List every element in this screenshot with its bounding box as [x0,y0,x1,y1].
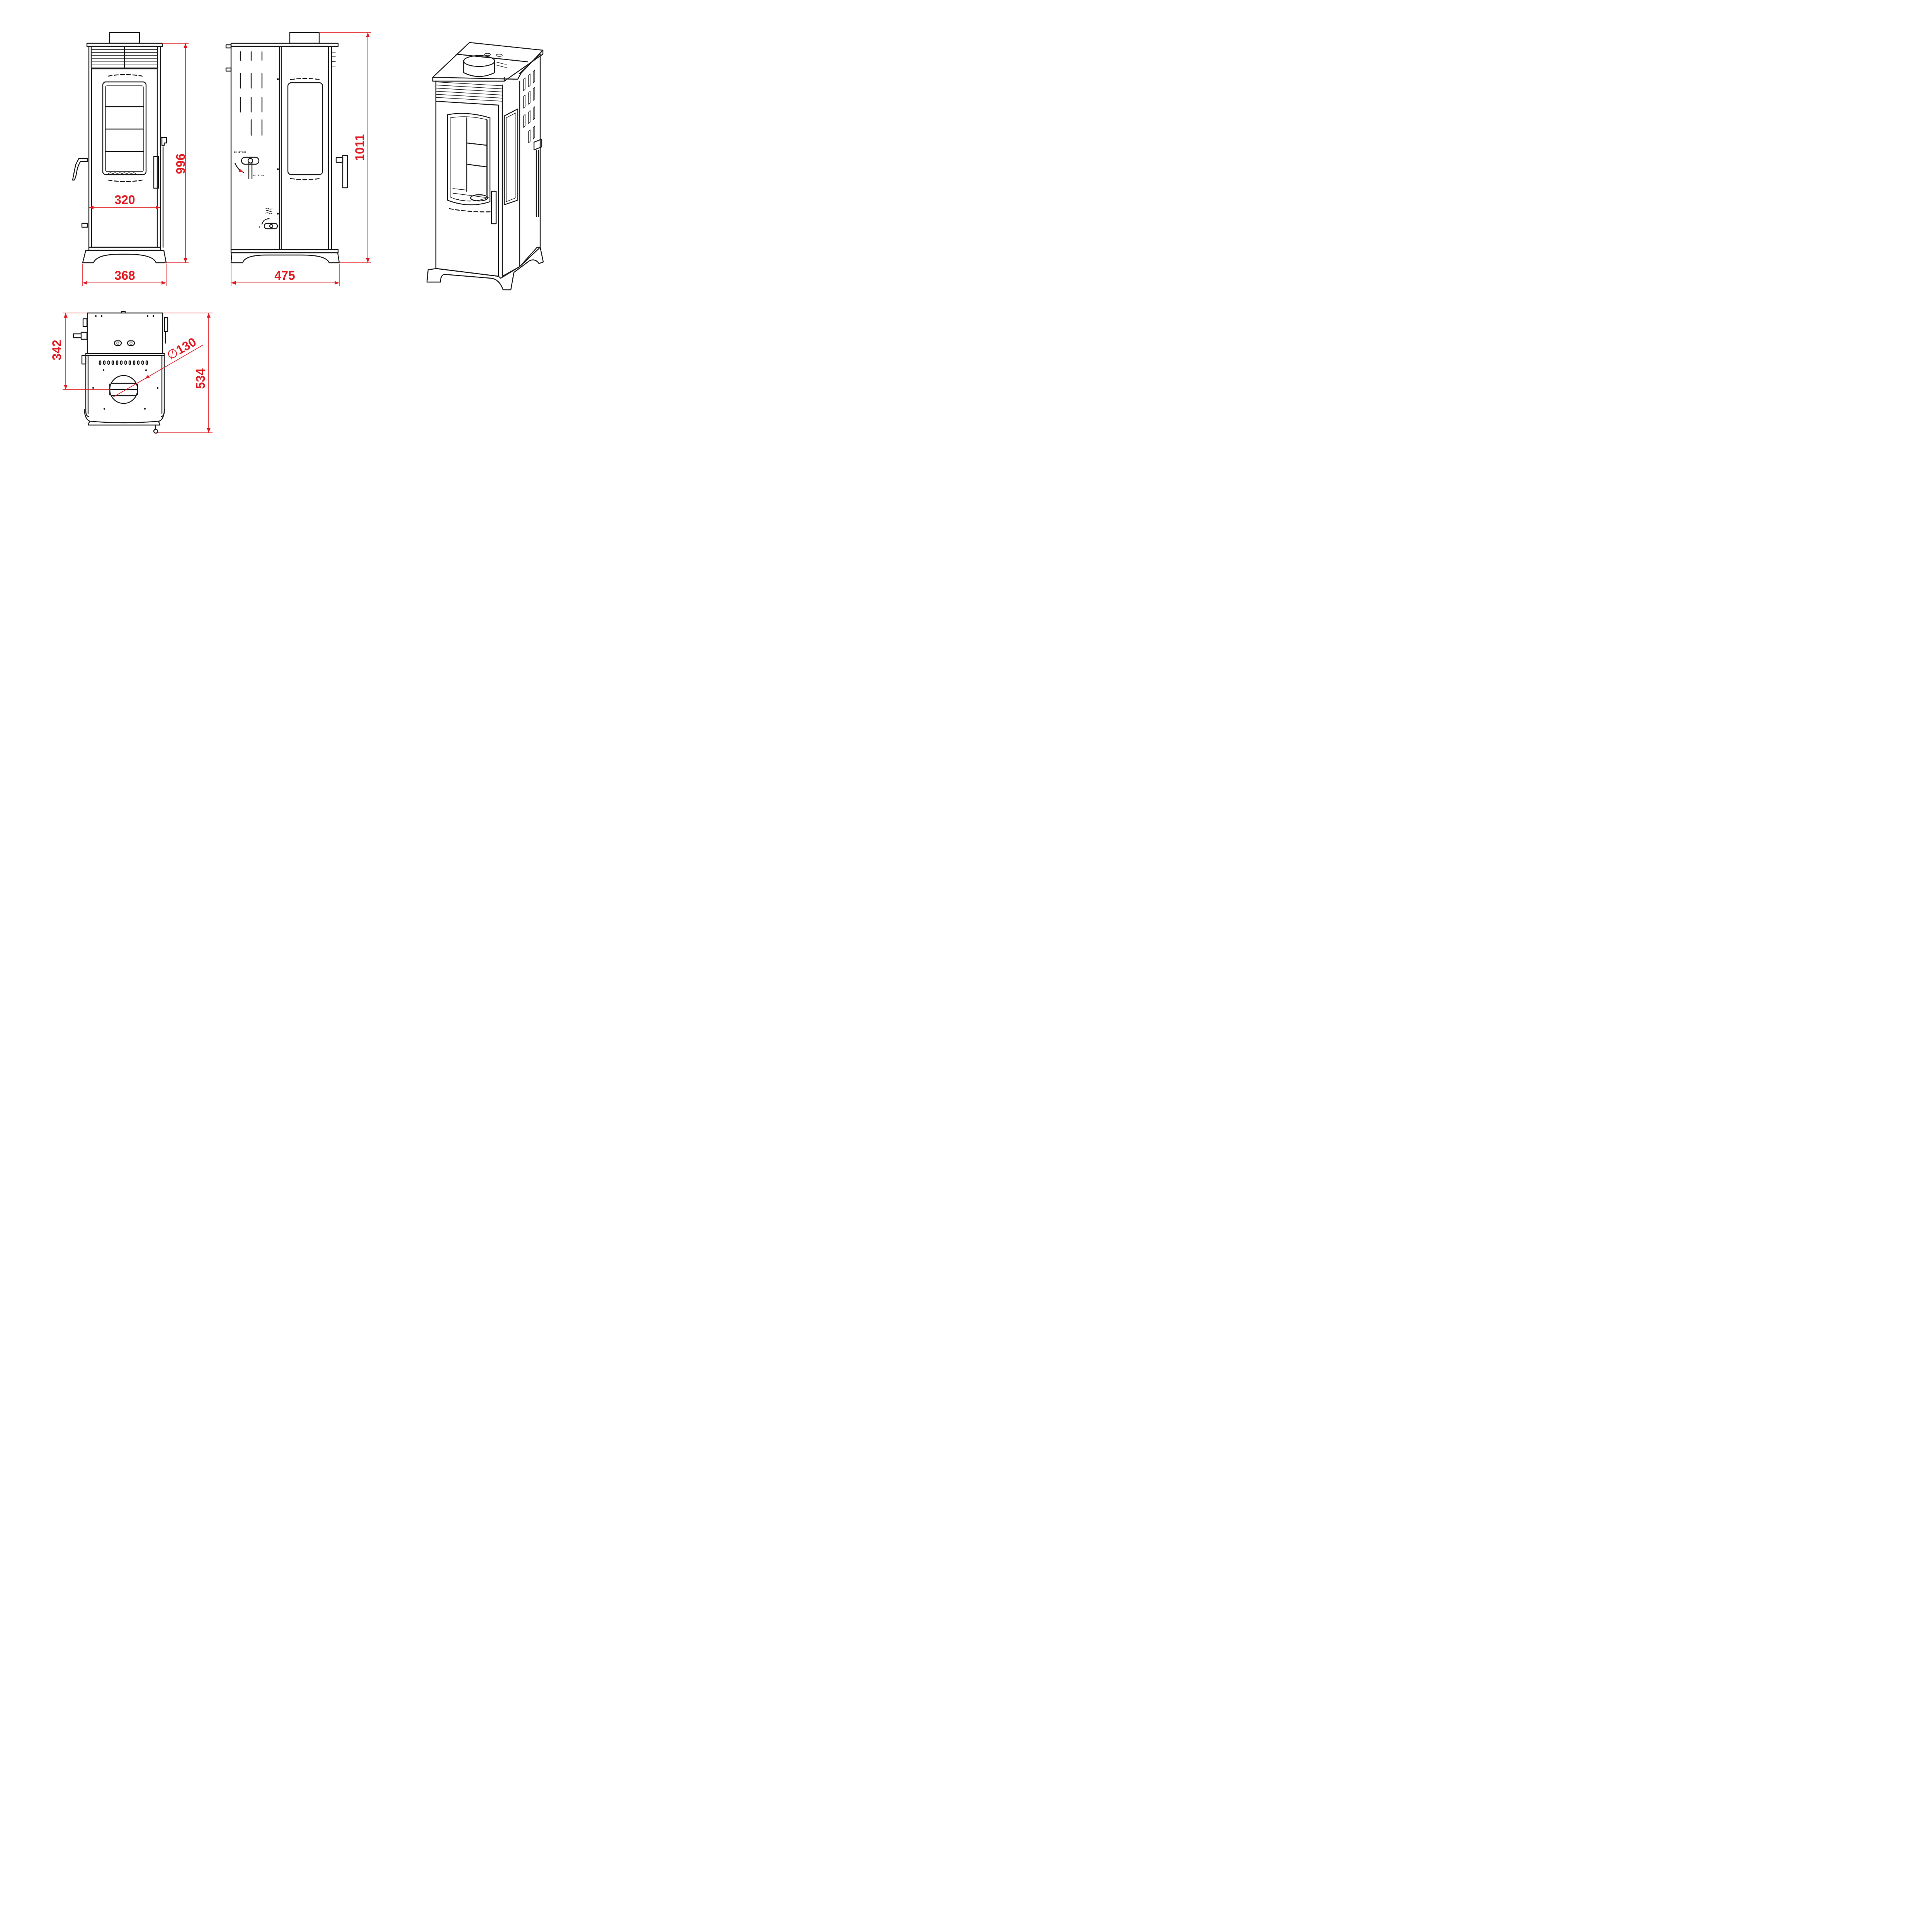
flue-diameter-label: ∅130 [165,335,199,362]
top-partial-depth-dim: 342 [50,313,110,390]
iso-louvers [435,80,503,106]
front-side-handle [72,137,167,248]
top-depth-dim: 534 [158,313,213,433]
front-view [72,32,167,264]
iso-flue-collar [463,55,495,77]
front-louvers [90,46,158,69]
side-depth-label: 475 [274,269,295,282]
front-glass-window [102,81,147,175]
top-flue-outlet [109,375,138,404]
svg-text:+: + [259,225,261,230]
front-height-dim: 966 [162,43,189,263]
side-handle [335,155,348,189]
technical-drawing: 966 320 368 PELLET OFF PELLET ON [50,32,544,434]
top-partial-depth-label: 342 [50,340,64,360]
heat-control: + [259,207,278,230]
side-vents [240,51,263,136]
front-height-label: 966 [173,153,187,174]
front-width-label: 368 [114,269,135,282]
front-width-dim: 368 [82,264,167,286]
top-slots [99,360,148,365]
top-view [73,311,168,434]
side-depth-dim: 475 [231,264,340,286]
isometric-view [426,42,544,291]
side-height-label: 1011 [353,134,367,161]
side-height-dim: 1011 [319,32,371,263]
pellet-on-label: PELLET ON [253,175,264,177]
top-depth-label: 534 [194,368,207,389]
front-inner-width-label: 320 [114,193,135,207]
front-inner-width-dim: 320 [89,193,160,209]
side-view: PELLET OFF PELLET ON + [225,32,348,264]
pellet-off-label: PELLET OFF [234,151,246,154]
iso-firebox [447,113,491,206]
pellet-lever: PELLET OFF PELLET ON [234,151,264,179]
